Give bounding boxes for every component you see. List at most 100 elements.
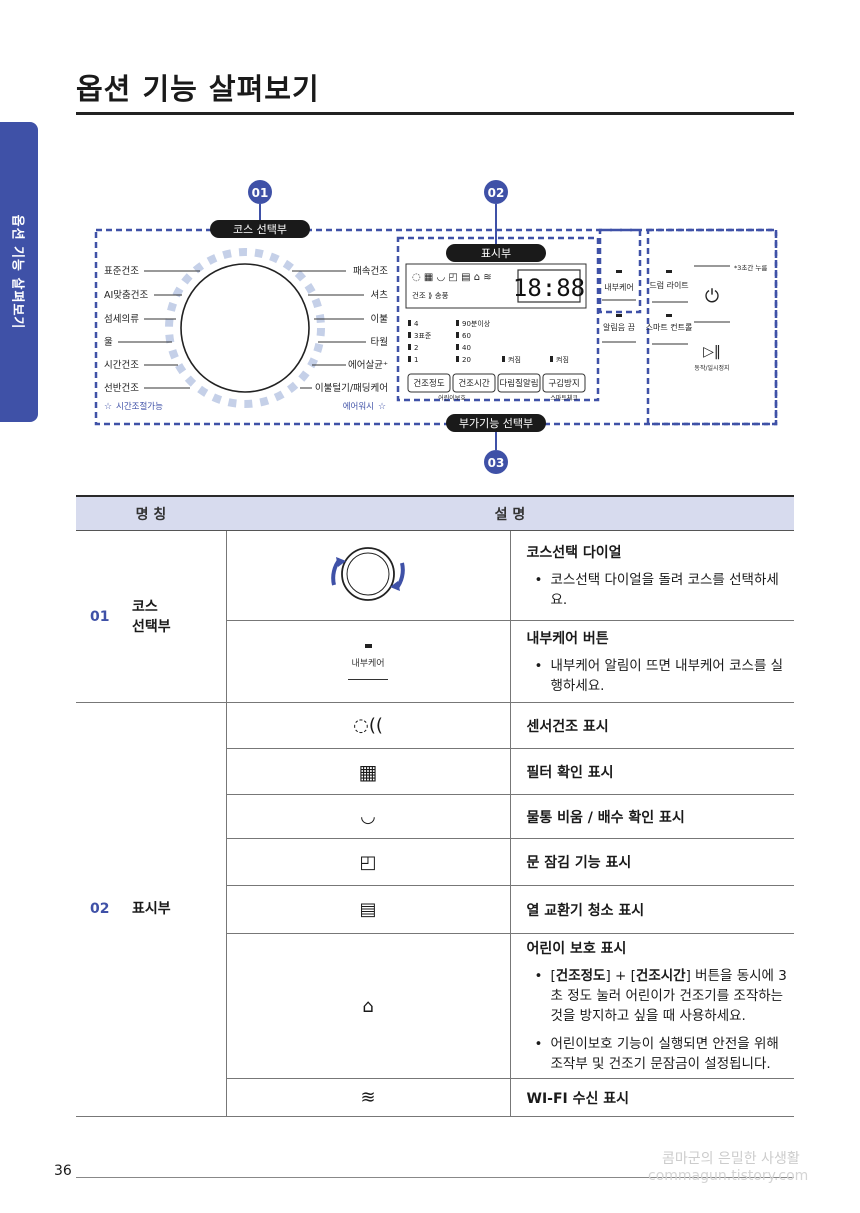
level-extra: 켜짐 [556,355,569,364]
marker-02-text: 02 [488,186,505,200]
title-divider [76,112,794,115]
row-bullet: 어린이보호 기능이 실행되면 안전을 위해 조작부 및 건조기 문잠금이 설정됩… [527,1034,795,1074]
smart-control-button[interactable]: 스마트 컨트롤 [646,322,693,332]
footer-divider [76,1177,794,1178]
iron-alert-button[interactable] [497,373,541,393]
time-adjust-label: 시간조절가능 [116,401,163,412]
dry-time-button-label: 건조시간 [458,378,489,389]
inner-care-box [598,228,642,314]
wrinkle-prevent-button-label: 구김방지 [548,378,579,389]
wifi-icon: ≋ [226,1078,511,1117]
course-label-right: 에어살균⁺ [348,360,388,371]
marker-03-text: 03 [488,456,505,470]
child-lock-icon: ⌂ [226,933,511,1079]
dry-time-button[interactable] [452,373,496,393]
marker-01 [248,180,272,204]
header-name: 명 칭 [76,495,226,531]
display-section-box [396,236,600,402]
watermark-line1: 콤마군의 은밀한 사생활 [662,1151,800,1167]
inner-care-icon-cell: 내부케어 [226,620,511,703]
row-title: WI-FI 수신 표시 [526,1090,630,1107]
course-label-left: 선반건조 [104,383,139,394]
level-right: 20 [462,356,471,364]
extra-section-label: 부가기능 선택부 [459,417,533,430]
course-label-right: 이불 [371,314,389,325]
airwash-icon: ☆ [378,402,386,412]
section-02-cell: 02 표시부 [76,702,227,1117]
section-num: 02 [90,901,110,917]
course-label-left: 시간건조 [104,360,139,371]
section-name: 표시부 [132,901,171,917]
dry-level-button[interactable] [407,373,451,393]
display-section-label: 표시부 [481,247,511,260]
child-lock-desc: 어린이 보호 표시 [건조정도] + [건조시간] 버튼을 동시에 3 초 정도… [510,933,795,1079]
water-tank-icon: ◡ [226,794,511,839]
page-title: 옵션 기능 살펴보기 [76,72,320,106]
smart-check-sublabel: 스마트체크 [550,394,578,402]
side-tab: 옵션 기능 살펴보기 [0,122,38,422]
drum-light-button[interactable]: 드럼 라이트 [649,280,688,290]
level-right: 90분이상 [462,319,491,328]
heat-exchanger-icon: ▤ [226,885,511,934]
section-01-cell: 01 코스 선택부 [76,530,227,703]
inner-care-button[interactable]: 내부케어 [604,282,633,292]
marker-01-text: 01 [252,186,269,200]
inner-care-desc: 내부케어 버튼 내부케어 알림이 뜨면 내부케어 코스를 실행하세요. [510,620,795,703]
mute-button[interactable]: 알림음 끔 [603,322,635,332]
course-dial[interactable] [180,263,310,393]
dial-icon-cell [226,530,511,621]
hold-3s-label: *3초간 누름 [734,263,767,272]
inner-care-icon-label: 내부케어 [351,658,385,669]
course-label-right: 패속건조 [353,266,388,277]
course-label-left: 울 [104,337,113,348]
display-icons: ◌ ▦ ◡ ◰ ▤ ⌂ ≋ [412,272,492,283]
play-pause-icon[interactable]: ▷‖ [703,344,721,360]
star-icon: ☆ [104,402,112,412]
level-extra: 켜짐 [508,355,521,364]
row-bullet: 내부케어 알림이 뜨면 내부케어 코스를 실행하세요. [527,656,795,696]
course-label-left: 섬세의류 [104,314,139,325]
display-time: 18:88 [513,274,585,302]
control-panel-diagram: 01 02 03 코스 선택부 표시부 부가기능 선택부 표준건조 AI맞춤건조… [94,180,778,474]
row-title: 문 잠김 기능 표시 [526,855,632,871]
dial-rotate-icon [331,546,405,601]
section-num: 01 [90,609,110,625]
display-mode-text: 건조 ⟫ 송풍 [412,290,449,300]
start-label: 동작/일시정지 [694,364,729,372]
level-left: 3표준 [414,332,432,340]
row-title: 물통 비움 / 배수 확인 표시 [526,809,685,826]
marker-02 [484,180,508,204]
course-label-right: 이불털기/패딩케어 [315,382,388,394]
course-section-label: 코스 선택부 [233,223,287,236]
page-number: 36 [54,1163,72,1179]
filter-icon: ▦ [226,748,511,795]
level-left: 2 [414,344,418,352]
wrinkle-prevent-button[interactable] [542,373,586,393]
right-controls-box [646,228,778,426]
course-label-left: 표준건조 [104,266,139,277]
power-icon[interactable]: ⏻ [705,286,719,307]
button-led [364,643,372,648]
row-title: 열 교환기 청소 표시 [526,902,645,919]
marker-03 [484,450,508,474]
feature-table: 명 칭 설 명 01 코스 선택부 코스선택 다이얼 코스선택 다이얼을 돌려 … [76,495,794,1117]
row-title: 코스선택 다이얼 [526,544,622,561]
level-left: 4 [414,320,419,328]
button-underline [348,678,388,680]
header-desc: 설 명 [226,495,794,531]
dial-ring [165,248,325,408]
row-title: 내부케어 버튼 [526,630,609,647]
door-lock-icon: ◰ [226,838,511,886]
course-label-left: AI맞춤건조 [104,289,149,301]
course-label-right: 타월 [371,336,388,348]
section-name: 코스 선택부 [132,599,171,635]
row-title: 어린이 보호 표시 [526,941,627,957]
dial-desc: 코스선택 다이얼 코스선택 다이얼을 돌려 코스를 선택하세요. [510,530,795,621]
watermark-line2: commagun.tistory.com [648,1168,809,1184]
course-section-box [94,228,778,426]
child-lock-sublabel: 어린이보호 [438,394,466,402]
row-bullet: [건조정도] + [건조시간] 버튼을 동시에 3 초 정도 눌러 어린이가 건… [527,966,795,1026]
row-bullet: 코스선택 다이얼을 돌려 코스를 선택하세요. [527,570,795,610]
level-left: 1 [414,356,418,364]
dry-level-button-label: 건조정도 [413,378,444,389]
